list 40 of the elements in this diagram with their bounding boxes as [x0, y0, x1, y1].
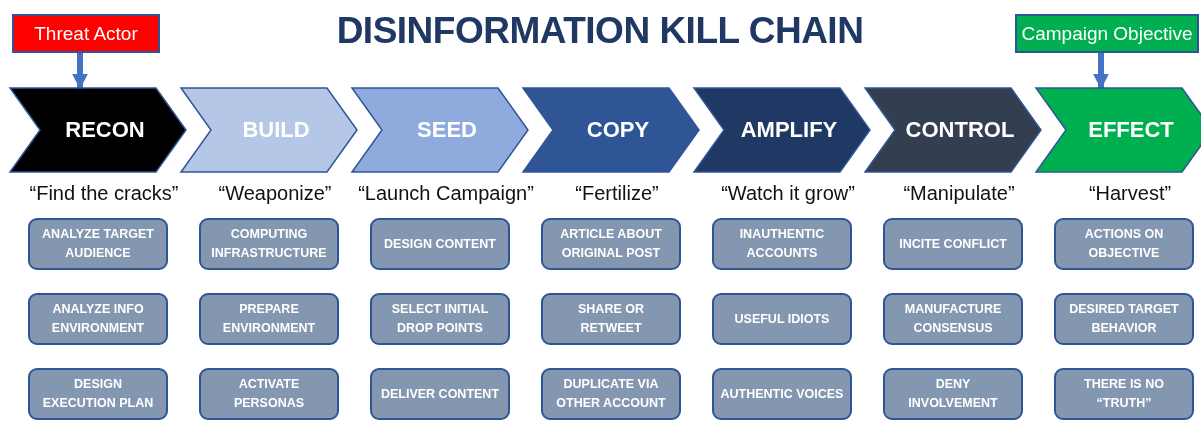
activity-box: THERE IS NO “TRUTH” — [1054, 368, 1194, 420]
activity-box: ACTIONS ON OBJECTIVE — [1054, 218, 1194, 270]
activity-box: DESIGN EXECUTION PLAN — [28, 368, 168, 420]
stage-banner: SEED — [352, 88, 528, 172]
activity-box: INCITE CONFLICT — [883, 218, 1023, 270]
stage-motto: “Launch Campaign” — [358, 182, 534, 205]
activity-box: DENY INVOLVEMENT — [883, 368, 1023, 420]
stage-banner: AMPLIFY — [694, 88, 870, 172]
stage-banner: EFFECT — [1036, 88, 1201, 172]
activity-box: DELIVER CONTENT — [370, 368, 510, 420]
activity-box: AUTHENTIC VOICES — [712, 368, 852, 420]
stage-banner: BUILD — [181, 88, 357, 172]
stage-motto: “Watch it grow” — [721, 182, 855, 205]
stage-motto: “Fertilize” — [575, 182, 659, 205]
diagram-title: DISINFORMATION KILL CHAIN — [335, 10, 865, 52]
label-box: Threat Actor — [12, 14, 160, 53]
arrow — [72, 53, 88, 90]
stage-motto: “Harvest” — [1088, 182, 1172, 205]
activity-box: ARTICLE ABOUT ORIGINAL POST — [541, 218, 681, 270]
stage-motto: “Find the cracks” — [29, 182, 179, 205]
activity-box: INAUTHENTIC ACCOUNTS — [712, 218, 852, 270]
activity-box: ACTIVATE PERSONAS — [199, 368, 339, 420]
stage-motto: “Weaponize” — [218, 182, 332, 205]
stage-motto: “Manipulate” — [903, 182, 1015, 205]
stage-banner: COPY — [523, 88, 699, 172]
activity-box: DESIGN CONTENT — [370, 218, 510, 270]
arrow — [1093, 53, 1109, 90]
activity-box: ANALYZE INFO ENVIRONMENT — [28, 293, 168, 345]
activity-box: MANUFACTURE CONSENSUS — [883, 293, 1023, 345]
activity-box: PREPARE ENVIRONMENT — [199, 293, 339, 345]
stage-banner: RECON — [10, 88, 186, 172]
label-box: Campaign Objective — [1015, 14, 1199, 53]
stage-banner: CONTROL — [865, 88, 1041, 172]
activity-box: DESIRED TARGET BEHAVIOR — [1054, 293, 1194, 345]
activity-box: COMPUTING INFRASTRUCTURE — [199, 218, 339, 270]
activity-box: ANALYZE TARGET AUDIENCE — [28, 218, 168, 270]
activity-box: DUPLICATE VIA OTHER ACCOUNT — [541, 368, 681, 420]
activity-box: SELECT INITIAL DROP POINTS — [370, 293, 510, 345]
activity-box: SHARE OR RETWEET — [541, 293, 681, 345]
activity-box: USEFUL IDIOTS — [712, 293, 852, 345]
